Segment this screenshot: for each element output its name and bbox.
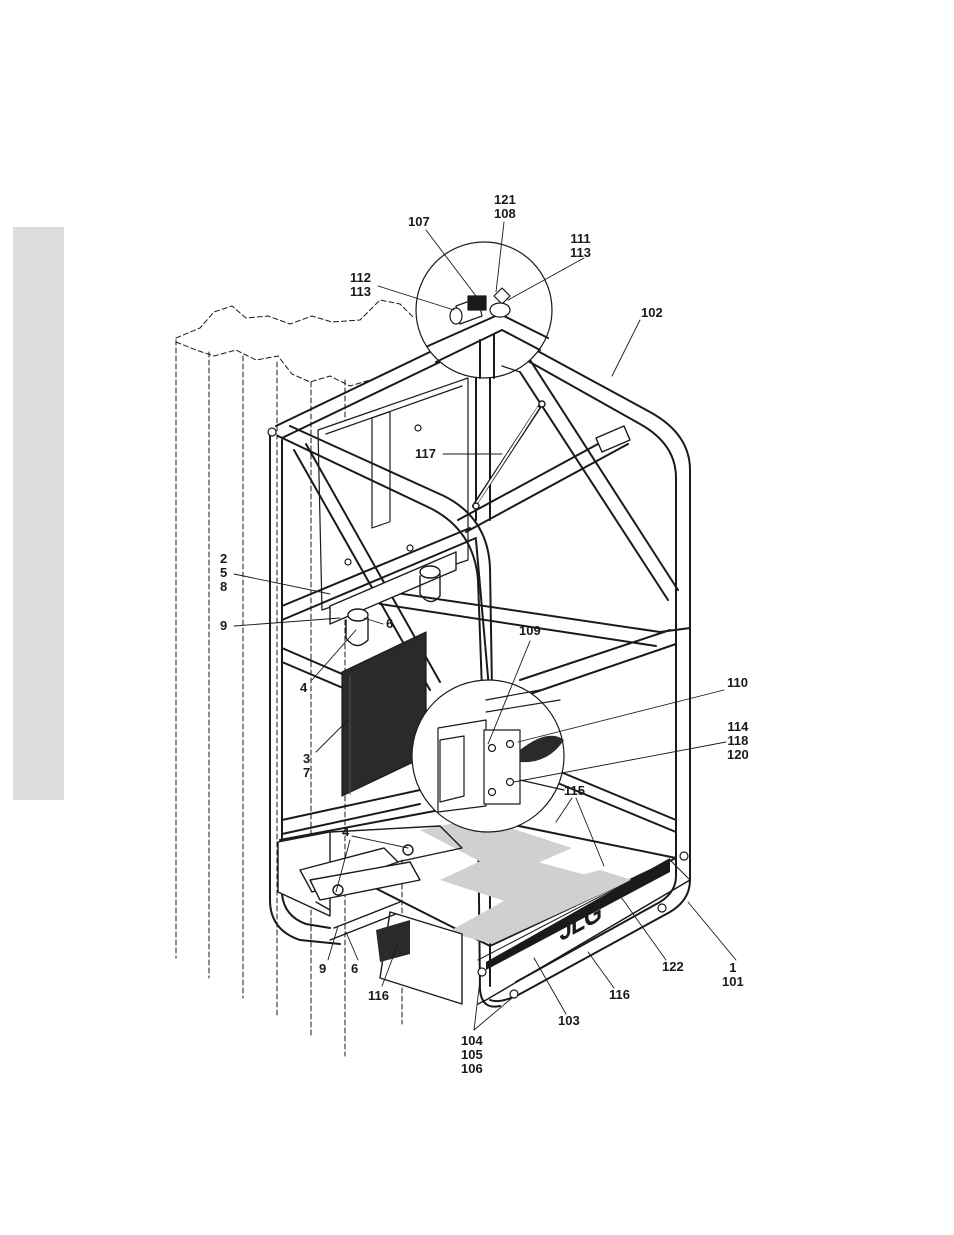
callout-109: 109 (519, 624, 541, 638)
callout-116-left: 116 (368, 989, 389, 1003)
callout-114-118-120: 114 118 120 (727, 720, 749, 762)
callout-121-108: 121 108 (494, 193, 516, 221)
top-detail-callout (416, 242, 552, 378)
callout-116-right: 116 (609, 988, 630, 1002)
callout-117: 117 (415, 447, 436, 461)
callout-111-113: 111 113 (570, 232, 591, 260)
lower-tray (278, 826, 462, 1004)
callout-6-bottom: 6 (351, 962, 358, 976)
callout-107: 107 (408, 215, 430, 229)
callout-9-top: 9 (220, 619, 227, 633)
callout-4-bottom: 4 (342, 825, 349, 839)
callout-2-5-8: 2 5 8 (220, 552, 227, 594)
callout-1-101: 1 101 (722, 961, 744, 989)
callout-103: 103 (558, 1014, 580, 1028)
callout-110: 110 (727, 676, 748, 690)
callout-6-top: 6 (386, 617, 393, 631)
callout-122: 122 (662, 960, 684, 974)
callout-104-105-106: 104 105 106 (461, 1034, 483, 1076)
callout-4-top: 4 (300, 681, 307, 695)
callout-112-113: 112 113 (350, 271, 371, 299)
callout-9-bottom: 9 (319, 962, 326, 976)
hinge-detail-callout (412, 680, 564, 832)
callout-3-7: 3 7 (303, 752, 310, 780)
callout-102: 102 (641, 306, 663, 320)
callout-115: 115 (564, 784, 585, 798)
